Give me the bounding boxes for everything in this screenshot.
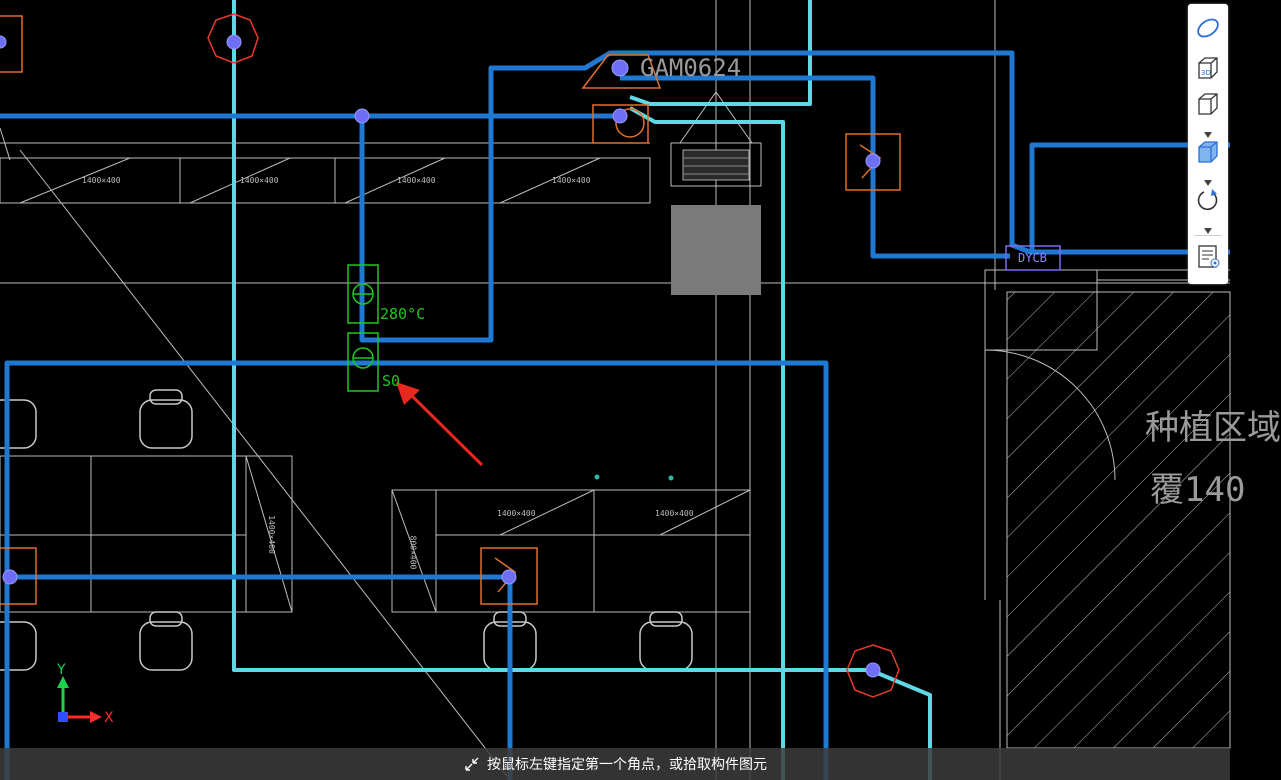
y-axis-label: Y bbox=[57, 662, 66, 678]
duct-size-label: 1400×400 bbox=[240, 176, 279, 185]
s-label: S0 bbox=[382, 372, 401, 390]
duct-size-label: 1400×400 bbox=[497, 509, 536, 518]
x-axis-label: X bbox=[104, 710, 114, 726]
chevron-down-icon[interactable] bbox=[1203, 124, 1213, 138]
rotate-icon[interactable] bbox=[1194, 186, 1222, 214]
fire-valve-symbols bbox=[347, 264, 379, 392]
orbit-icon[interactable] bbox=[1194, 14, 1222, 42]
vertical-size-label: 800×400 bbox=[408, 535, 418, 570]
elevator-shaft bbox=[670, 91, 762, 295]
ucs-axis-icon bbox=[57, 676, 102, 723]
duct-size-label: 1400×400 bbox=[82, 176, 121, 185]
view-toolbar: 3D bbox=[1188, 4, 1228, 284]
property-list-icon[interactable] bbox=[1194, 242, 1222, 270]
duct-size-label: 1400×400 bbox=[552, 176, 591, 185]
command-prompt-bar: 按鼠标左键指定第一个角点，或拾取构件图元 bbox=[0, 748, 1230, 780]
duct-size-label: 1400×400 bbox=[397, 176, 436, 185]
command-prompt-text: 按鼠标左键指定第一个角点，或拾取构件图元 bbox=[487, 757, 767, 773]
dycb-label: DYCB bbox=[1018, 251, 1047, 265]
chevron-down-icon[interactable] bbox=[1203, 220, 1213, 234]
annotation-arrow bbox=[396, 382, 484, 467]
select-corner-icon bbox=[465, 757, 479, 771]
door-tag-label: GAM0624 bbox=[640, 54, 742, 82]
chevron-down-icon[interactable] bbox=[1203, 172, 1213, 186]
shaded-cube-icon[interactable] bbox=[1194, 138, 1222, 166]
area-name-label: 种植区域 bbox=[1145, 408, 1281, 448]
planting-area-hatch bbox=[1006, 291, 1231, 749]
fire-damper-symbols bbox=[207, 13, 900, 698]
vertical-size-label: 1400×400 bbox=[266, 515, 276, 554]
air-terminal-fixtures bbox=[0, 15, 901, 605]
area-sub-label: 覆140 bbox=[1150, 470, 1246, 510]
view-cube-icon[interactable] bbox=[1194, 90, 1222, 118]
dycb-box bbox=[1005, 245, 1061, 271]
temperature-label: 280°C bbox=[380, 305, 426, 323]
svg-text:3D: 3D bbox=[1201, 69, 1211, 77]
duct-nodes bbox=[0, 34, 881, 678]
3d-view-icon[interactable]: 3D bbox=[1194, 54, 1222, 82]
cad-drawing-canvas[interactable] bbox=[0, 0, 1231, 780]
duct-size-label: 1400×400 bbox=[655, 509, 694, 518]
